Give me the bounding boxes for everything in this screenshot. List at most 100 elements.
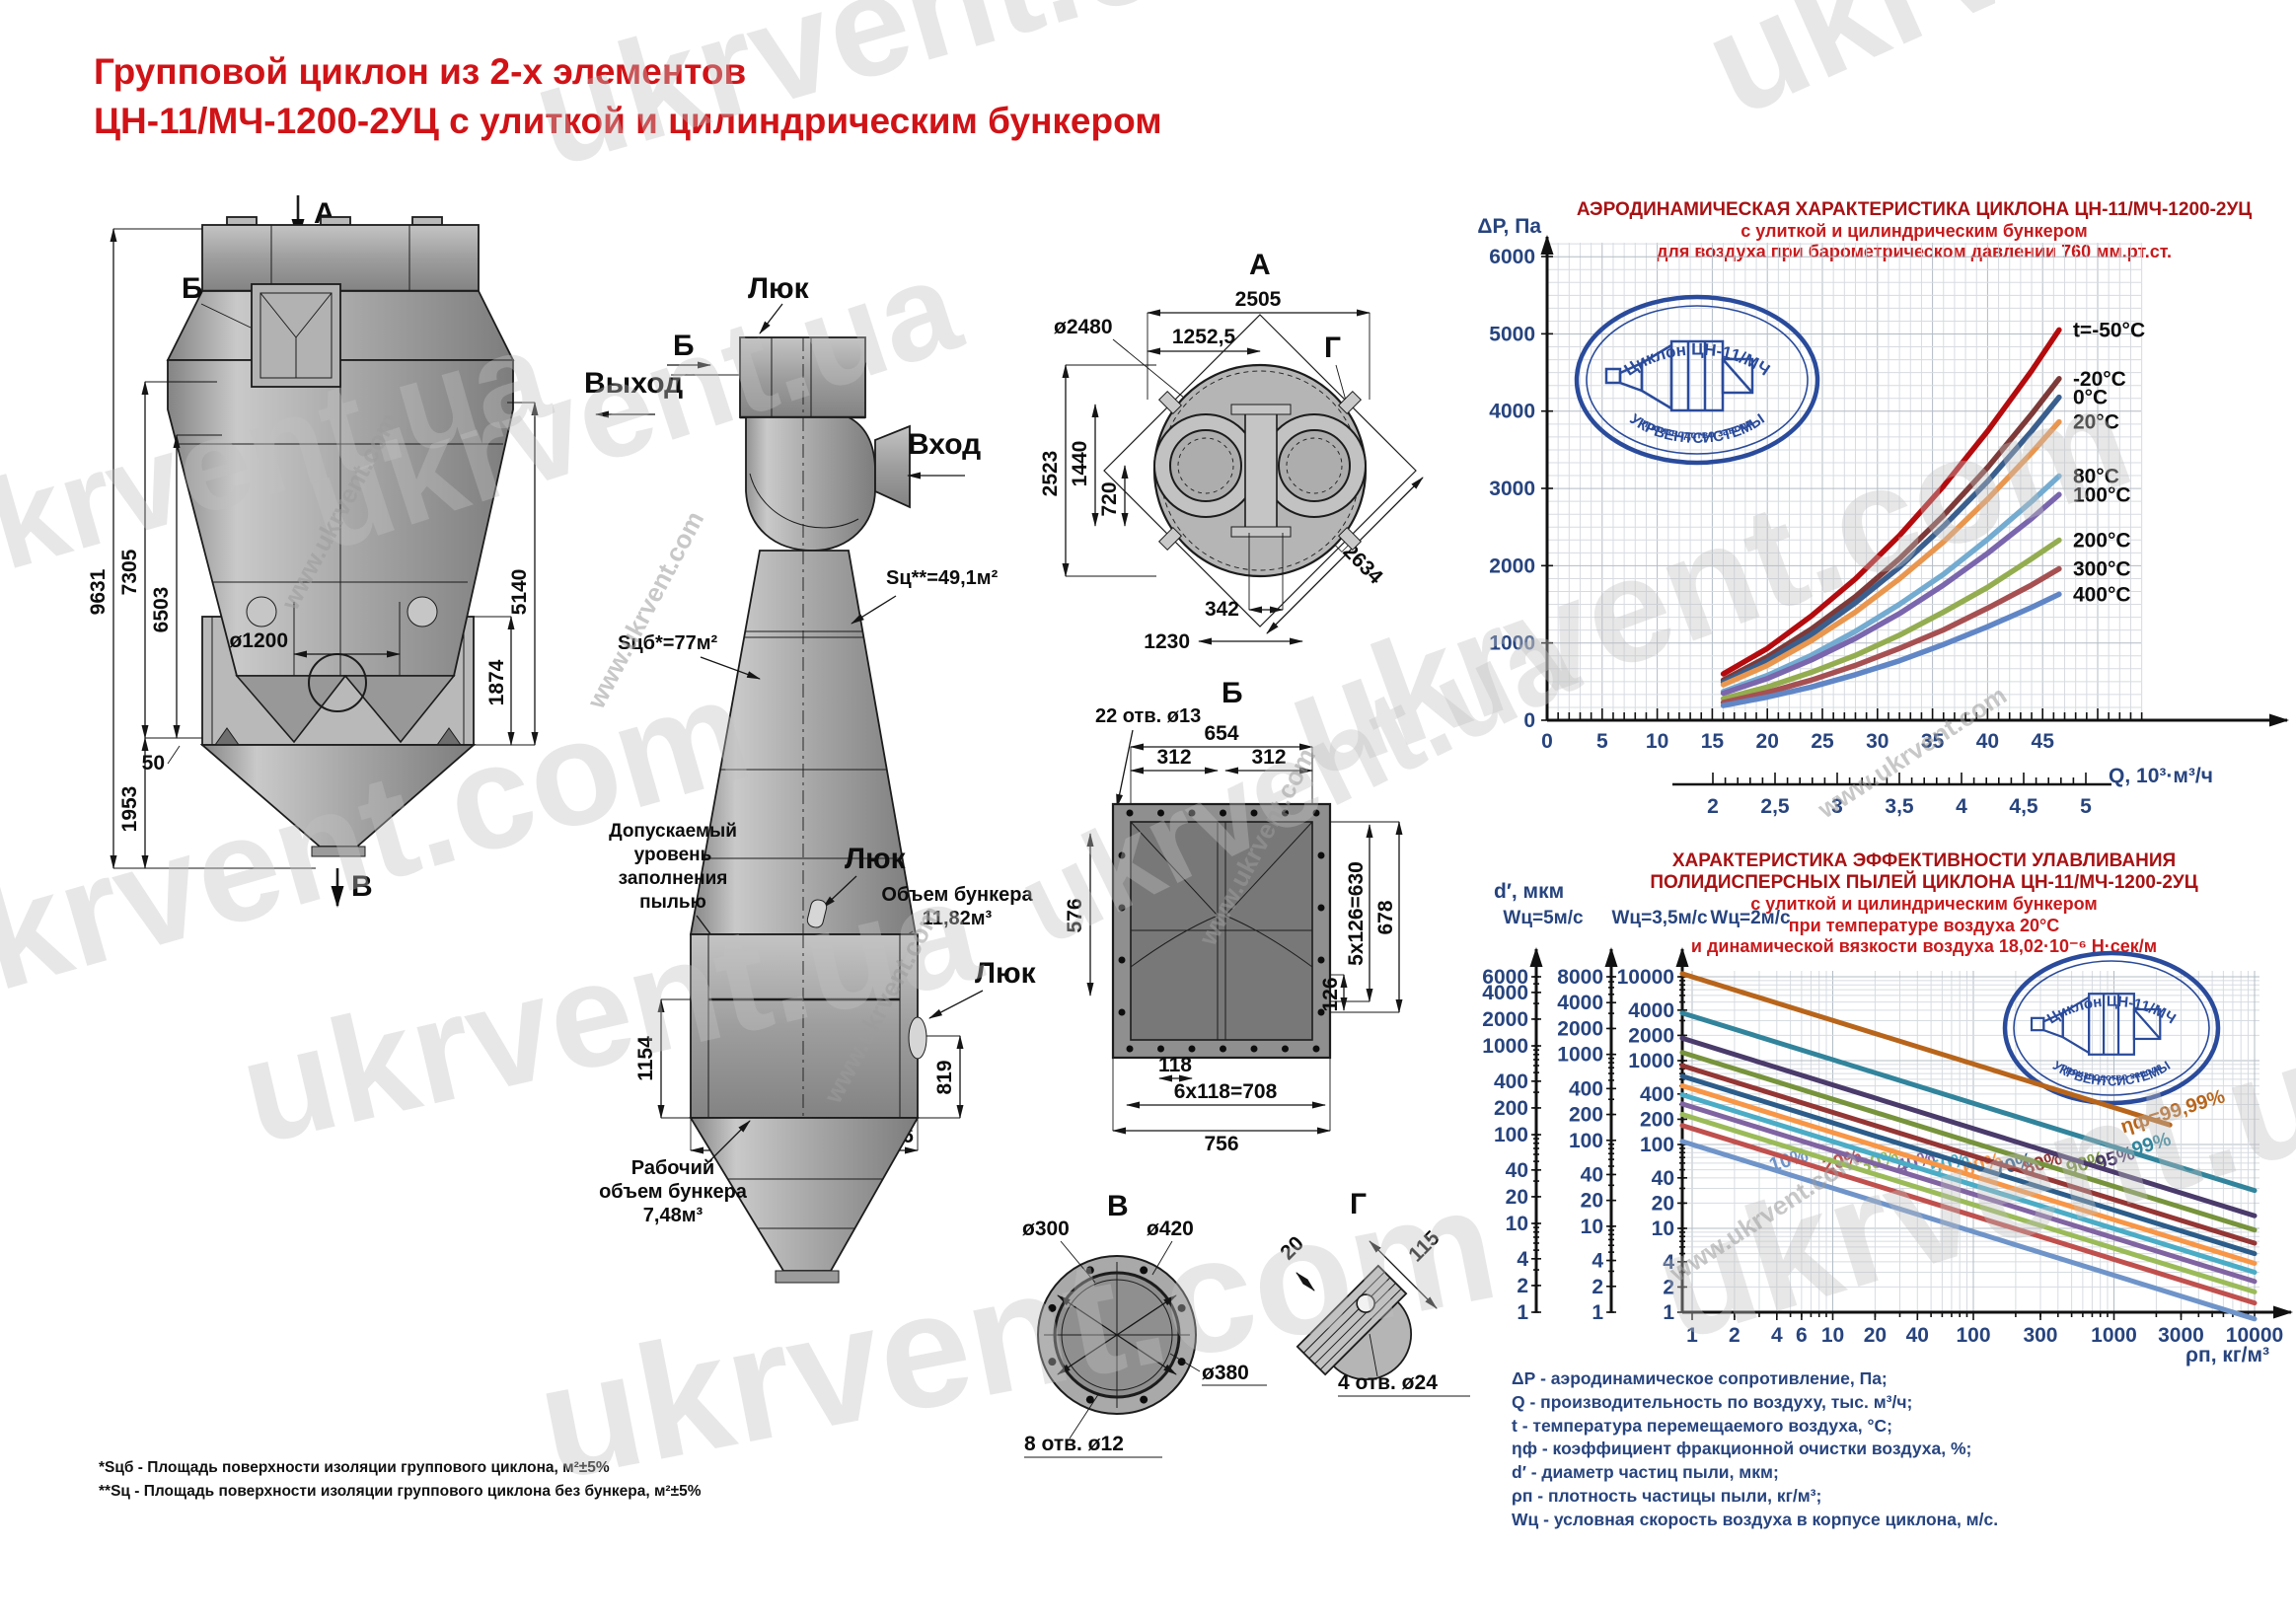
x-tick-label: 10000: [2226, 1324, 2283, 1347]
legend-line: Q - производительность по воздуху, тыс. …: [1512, 1391, 1913, 1412]
dim-7305: 7305: [118, 549, 141, 595]
axis-tick-label: 100: [1569, 1130, 1603, 1152]
dim-756: 756: [1204, 1133, 1238, 1155]
bracket-holes: 4 отв. ø24: [1338, 1371, 1438, 1394]
flange-bolt: [1282, 809, 1289, 817]
side-s-cyclone: Sц**=49,1м²: [886, 567, 999, 589]
logo-bottom-text: УКРВЕНТСИСТЕМЫ: [1626, 410, 1767, 447]
dim-118: 118: [1158, 1054, 1192, 1076]
bracket-view: Г 20 115 4 отв. ø24: [1276, 1188, 1470, 1397]
curve-0°C: [1720, 394, 2062, 686]
eff-y-label: d′, мкм: [1494, 880, 1564, 903]
flange-bolt: [1118, 904, 1126, 912]
axis-tick-label: 4: [1592, 1250, 1603, 1273]
w-tick-label: 3: [1831, 795, 1843, 818]
axis-tick-label: 10: [1506, 1213, 1528, 1235]
axis-tick-label: 10: [1652, 1218, 1674, 1240]
eff-title: ХАРАКТЕРИСТИКА ЭФФЕКТИВНОСТИ УЛАВЛИВАНИЯ: [1672, 850, 2176, 871]
eff-line-ηф=99,99%: [1679, 971, 2173, 1128]
eff-line-95%: [1679, 1035, 2258, 1218]
side-dust3: заполнения: [619, 868, 728, 889]
flange-bolt: [1188, 1045, 1196, 1053]
dim-630: 5х126=630: [1345, 861, 1368, 966]
eff-axis1-label: Wц=5м/с: [1503, 908, 1584, 928]
curve-100°C: [1720, 491, 2062, 697]
x-tick-label: 0: [1541, 730, 1553, 753]
dim-654: 654: [1204, 722, 1238, 745]
y-tick-label: 6000: [1489, 246, 1535, 268]
side-work1: Рабочий: [631, 1157, 714, 1179]
axis-tick-label: 8000: [1557, 966, 1603, 989]
top-g-label: Г: [1324, 332, 1341, 364]
eff-line-30%: [1679, 1111, 2258, 1294]
axis-tick-label: 4000: [1482, 982, 1528, 1004]
y-tick-label: 3000: [1489, 478, 1535, 500]
eff-subtitle2: при температуре воздуха 20°С: [1789, 916, 2059, 935]
aero-curves: t=-50°C-20°C0°C20°C80°C100°C200°C300°C40…: [1720, 319, 2145, 708]
section-v-label: В: [351, 870, 373, 903]
outlet-holes: 8 отв. ø12: [1024, 1433, 1124, 1455]
w-tick-label: 4,5: [2009, 795, 2038, 818]
dim-2523: 2523: [1039, 451, 1062, 497]
top-view: А 2505 ø2480 1252,5 Г □2634: [1039, 249, 1424, 653]
axis-tick-label: 40: [1581, 1163, 1603, 1186]
side-volute: [740, 416, 876, 552]
x-tick-label: 6: [1796, 1324, 1808, 1347]
curve-label: 80°C: [2073, 465, 2119, 487]
outlet-bolt: [1085, 1395, 1094, 1404]
eff-axis2-label: Wц=3,5м/с: [1611, 908, 1707, 928]
eff-line-40%: [1679, 1101, 2258, 1285]
side-bunker: [690, 933, 919, 1119]
axis-tick-label: 1: [1663, 1301, 1674, 1324]
flange-bolt: [1118, 851, 1126, 859]
dim-1252: 1252,5: [1172, 326, 1236, 348]
dim-50: 50: [142, 752, 165, 775]
axis-tick-label: 1: [1517, 1301, 1528, 1324]
legend-line: t - температура перемещаемого воздуха, °…: [1512, 1415, 1892, 1436]
outlet-bolt: [1140, 1266, 1148, 1275]
side-bunker-hatch: [908, 1016, 927, 1060]
axis-tick-label: 1000: [1557, 1044, 1603, 1067]
dim-126: 126: [1319, 977, 1342, 1011]
top-square: [1103, 314, 1417, 627]
axis-tick-label: 1000: [1628, 1050, 1674, 1072]
efficiency-chart: ХАРАКТЕРИСТИКА ЭФФЕКТИВНОСТИ УЛАВЛИВАНИЯ…: [1482, 850, 2293, 1366]
cyclone-technical-drawing: А: [87, 195, 1470, 1458]
axis-tick-label: 10: [1581, 1216, 1603, 1238]
axis-tick-label: 2000: [1482, 1008, 1528, 1031]
curve-label: 400°C: [2073, 583, 2131, 606]
flange-bolt: [1317, 1008, 1325, 1016]
dim-2505: 2505: [1235, 288, 1282, 311]
x-tick-label: 10: [1821, 1324, 1844, 1347]
eff-line-20%: [1679, 1123, 2258, 1306]
axis-tick-label: 10000: [1617, 966, 1674, 989]
chart-legend: ΔР - аэродинамическое сопротивление, Па;…: [1512, 1367, 1998, 1532]
curve-label: 0°C: [2073, 387, 2108, 409]
x-tick-label: 20: [1864, 1324, 1887, 1347]
bracket-g-label: Г: [1350, 1188, 1367, 1220]
x-tick-label: 40: [1906, 1324, 1929, 1347]
flange-bolt: [1157, 809, 1164, 817]
axis-tick-label: 200: [1569, 1104, 1603, 1127]
dim-1440: 1440: [1069, 441, 1091, 487]
axis-tick-label: 40: [1506, 1159, 1528, 1182]
flange-view: Б 22 отв. ø13 654 312 312 576 126: [1064, 677, 1403, 1155]
curve-300°C: [1720, 565, 2062, 705]
curve-label: t=-50°C: [2073, 319, 2145, 341]
axis-tick-label: 4000: [1628, 999, 1674, 1022]
axis-tick-label: 20: [1652, 1192, 1674, 1215]
dim-380: ø380: [1202, 1362, 1249, 1384]
aero-chart: АЭРОДИНАМИЧЕСКАЯ ХАРАКТЕРИСТИКА ЦИКЛОНА …: [1477, 199, 2289, 818]
side-hatch-top-label: Люк: [748, 272, 810, 305]
axis-tick-label: 4000: [1557, 992, 1603, 1014]
side-inlet-duct: [874, 424, 911, 509]
top-a-label: А: [1249, 249, 1271, 281]
footnote-line1: *Sцб - Площадь поверхности изоляции груп…: [99, 1459, 610, 1476]
x-tick-label: 35: [1921, 730, 1945, 753]
dim-6503: 6503: [150, 587, 173, 633]
x-tick-label: 100: [1956, 1324, 1990, 1347]
flange-bolt: [1220, 1045, 1226, 1053]
flange-bolt: [1157, 1045, 1164, 1053]
flange-bolt: [1118, 956, 1126, 964]
